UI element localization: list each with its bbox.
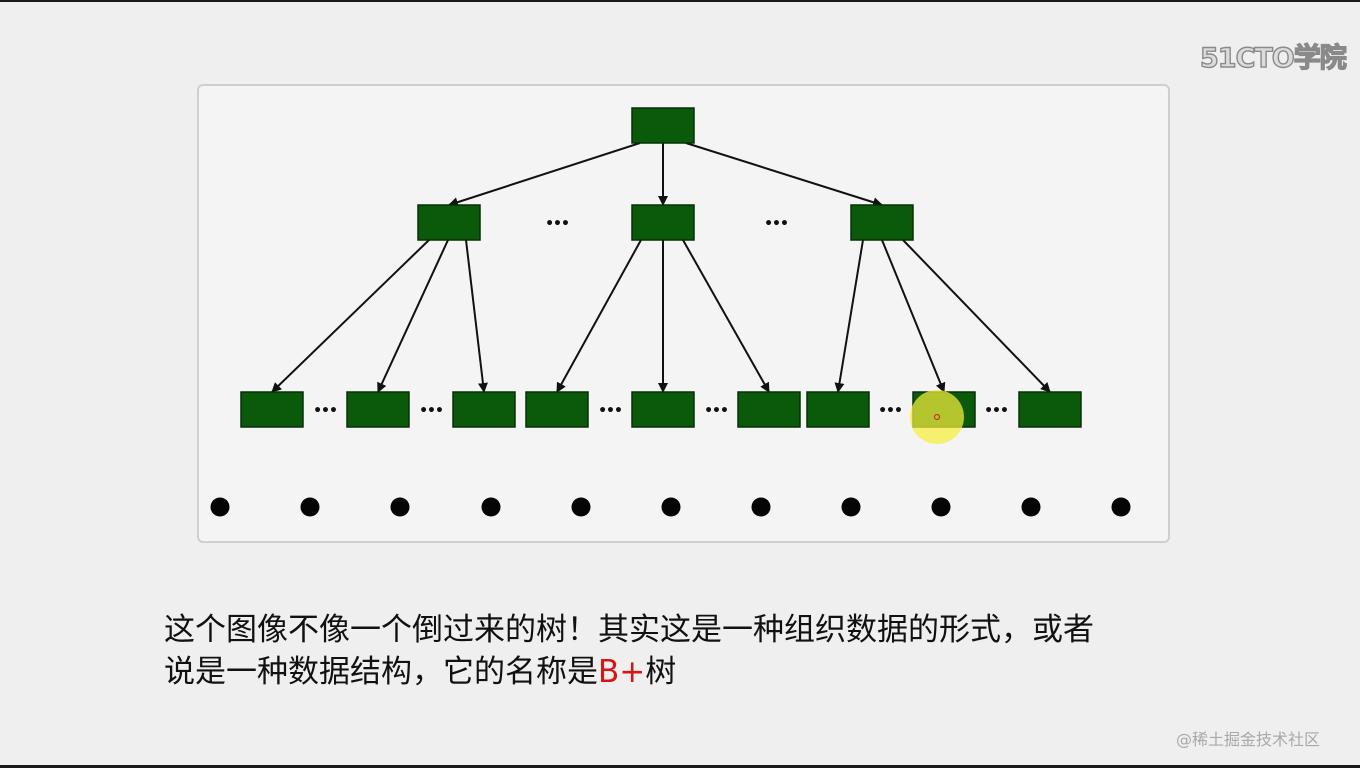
ellipsis-leaf-1: ••• [313,403,337,419]
data-dot-11 [1111,497,1131,517]
internal-node-2 [631,204,695,241]
tree-ellipses: ••• ••• ••• ••• ••• ••• ••• ••• [313,216,1009,419]
data-dot-2 [300,497,320,517]
ellipsis-leaf-3: ••• [598,403,622,419]
ellipsis-internal-2: ••• [764,216,788,232]
caption-line-2-suffix: 树 [645,654,677,690]
data-dot-4 [481,497,501,517]
caption-text: 这个图像不像一个倒过来的树！其实这是一种组织数据的形式，或者 说是一种数据结构，… [164,609,1214,693]
cursor-halo [910,390,964,444]
edge-internal-to-leaf-2 [377,239,449,393]
leaf-node-1 [240,391,304,428]
caption-line-2: 说是一种数据结构，它的名称是B+树 [164,651,1214,693]
tree-nodes [240,107,1082,428]
bottom-frame-edge [0,765,1360,768]
edge-internal-to-leaf-9 [902,239,1051,393]
root-node [631,107,695,144]
data-dot-8 [841,497,861,517]
data-dot-10 [1021,497,1041,517]
edge-internal-to-leaf-7 [834,239,864,393]
diagram-panel [197,84,1170,543]
data-dot-9 [931,497,951,517]
data-dot-6 [661,497,681,517]
data-dot-7 [751,497,771,517]
watermark-logo: 51CTO学院 [1199,42,1347,74]
edge-internal-to-leaf-3 [465,239,488,393]
edge-internal-to-leaf-8 [881,239,946,393]
data-dot-1 [210,497,230,517]
watermark-credit: @稀土掘金技术社区 [1176,730,1321,749]
leaf-node-3 [452,391,516,428]
edge-internal-to-leaf-4 [556,239,642,393]
edge-root-to-internal-1 [448,142,641,207]
ellipsis-internal-1: ••• [545,216,569,232]
cursor-point [933,413,941,421]
leaf-node-6 [737,391,801,428]
ellipsis-leaf-4: ••• [704,403,728,419]
edge-internal-to-leaf-1 [271,239,430,393]
leaf-node-4 [525,391,589,428]
caption-line-1: 这个图像不像一个倒过来的树！其实这是一种组织数据的形式，或者 [164,612,1094,648]
ellipsis-leaf-6: ••• [984,403,1008,419]
ellipsis-leaf-2: ••• [419,403,443,419]
edge-internal-to-leaf-6 [682,239,770,393]
cursor-highlight [910,390,964,444]
ellipsis-leaf-5: ••• [878,403,902,419]
internal-node-3 [850,204,914,241]
data-record-dots [210,497,1131,517]
data-dot-5 [571,497,591,517]
top-frame-edge [0,0,1360,2]
caption-highlight-bplus: B+ [598,654,646,690]
internal-node-1 [417,204,481,241]
tree-edges [271,142,1051,393]
leaf-node-2 [346,391,410,428]
data-dot-3 [390,497,410,517]
caption-line-2-prefix: 说是一种数据结构，它的名称是 [164,654,598,690]
leaf-node-5 [631,391,695,428]
edge-root-to-internal-3 [685,142,883,208]
leaf-node-7 [806,391,870,428]
leaf-node-9 [1018,391,1082,428]
